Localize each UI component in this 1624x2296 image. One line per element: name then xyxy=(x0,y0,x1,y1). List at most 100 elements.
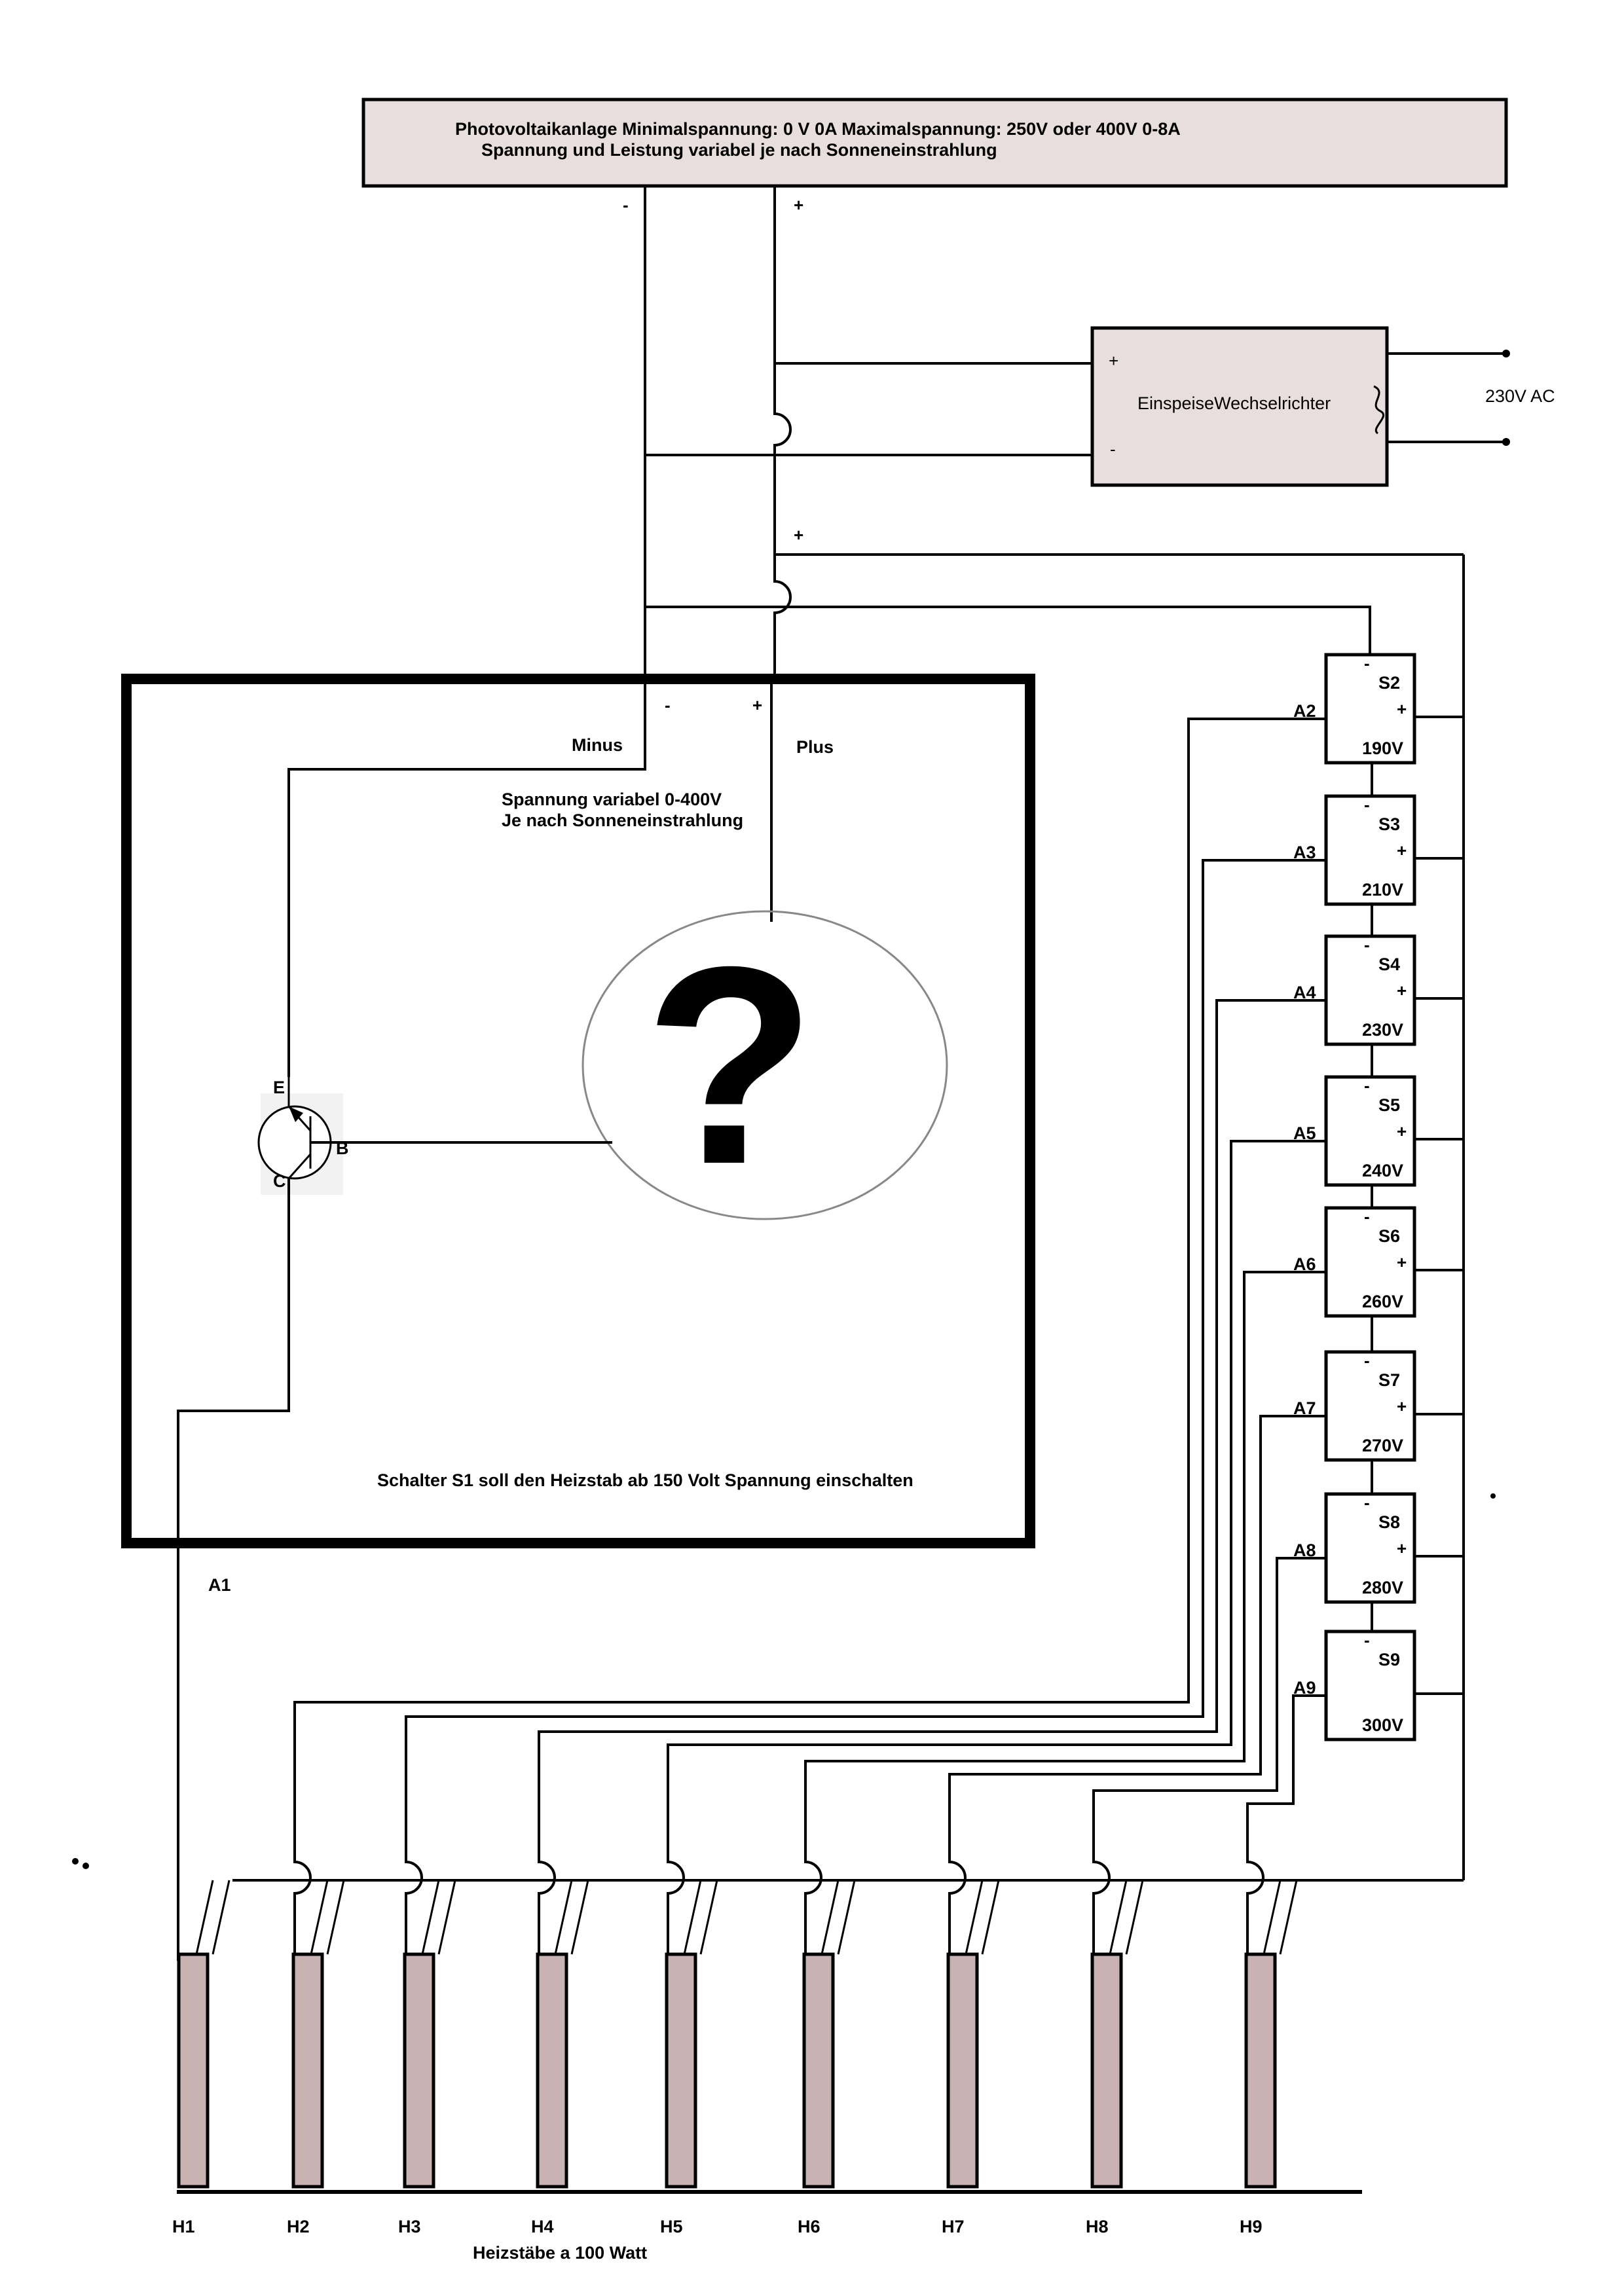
transistor-collector-leg xyxy=(287,1154,312,1179)
switch-voltage-threshold: 240V xyxy=(1362,1161,1403,1180)
switch-name: S5 xyxy=(1378,1095,1400,1115)
minus-bus-line xyxy=(645,606,1371,655)
voltage-range-line-1: Spannung variabel 0-400V xyxy=(502,790,722,809)
heater-caption: Heizstäbe a 100 Watt xyxy=(473,2243,647,2263)
switch-plus-terminal: + xyxy=(1397,1539,1407,1558)
output-wire-a5 xyxy=(667,1140,1326,1954)
ac-output-label: 230V AC xyxy=(1485,386,1555,406)
switch-voltage-threshold: 260V xyxy=(1362,1292,1403,1311)
pv-array-subtitle: Spannung und Leistung variabel je nach S… xyxy=(481,140,997,160)
unknown-circuit-ellipse xyxy=(581,910,948,1220)
switch-box xyxy=(1324,1492,1416,1604)
output-wire-a4 xyxy=(538,999,1326,1954)
switch-voltage-threshold: 270V xyxy=(1362,1436,1403,1455)
heater-h9: H9 xyxy=(1240,1880,1298,2236)
switch-minus-terminal: - xyxy=(1364,1351,1370,1370)
heater-h4: H4 xyxy=(531,1880,589,2236)
ac-terminal-2 xyxy=(1502,438,1510,446)
stray-dot xyxy=(83,1863,89,1869)
heater-element xyxy=(403,1952,435,2189)
switch-box xyxy=(1324,1630,1416,1741)
heater-element xyxy=(1090,1952,1123,2189)
switch-plus-terminal: + xyxy=(1397,1252,1407,1272)
heater-h8: H8 xyxy=(1086,1880,1144,2236)
ac-sine-icon xyxy=(1373,385,1385,435)
output-wire-a7 xyxy=(948,1415,1326,1954)
control-box: - + Minus Plus Spannung variabel 0-400V … xyxy=(121,674,1035,1961)
heater-h3: H3 xyxy=(398,1880,456,2236)
heater-contact xyxy=(421,1880,456,1955)
heater-element xyxy=(665,1952,697,2189)
inverter-plus-terminal: + xyxy=(1109,351,1118,371)
heater-h7: H7 xyxy=(942,1880,1000,2236)
pv-array-title: Photovoltaikanlage Minimalspannung: 0 V … xyxy=(455,119,1181,139)
switch-minus-terminal: - xyxy=(1364,653,1370,673)
heater-label: H1 xyxy=(172,2217,195,2236)
minus-input-label: Minus xyxy=(572,735,623,755)
transistor-s1: E B C xyxy=(177,1077,612,1961)
switch-name: S6 xyxy=(1378,1226,1400,1246)
heater-element xyxy=(1244,1952,1277,2189)
heater-label: H5 xyxy=(660,2217,683,2236)
switch-name: S8 xyxy=(1378,1512,1400,1532)
switch-box xyxy=(1324,934,1416,1046)
switch-plus-terminal: + xyxy=(1397,981,1407,1000)
switch-voltage-threshold: 210V xyxy=(1362,880,1403,900)
output-wire-a2 xyxy=(293,718,1326,1954)
heater-contact xyxy=(821,1880,856,1955)
switch-minus-terminal: - xyxy=(1364,1630,1370,1650)
unknown-circuit-question-mark: ? xyxy=(644,909,817,1223)
heater-contact xyxy=(310,1880,345,1955)
heater-h1: H1 xyxy=(172,1880,231,2236)
inverter-minus-terminal: - xyxy=(1110,439,1116,459)
switch-name: S7 xyxy=(1378,1370,1400,1390)
switch-plus-terminal: + xyxy=(1397,1396,1407,1416)
heater-label: H2 xyxy=(287,2217,310,2236)
heater-label: H7 xyxy=(942,2217,965,2236)
switch-plus-terminal: + xyxy=(1397,1121,1407,1141)
switch-minus-terminal: - xyxy=(1364,935,1370,955)
heater-label: H4 xyxy=(531,2217,554,2236)
pv-plus-line xyxy=(773,186,792,679)
switch-voltage-threshold: 190V xyxy=(1362,738,1403,758)
switch-box xyxy=(1324,1075,1416,1187)
inverter-label: EinspeiseWechselrichter xyxy=(1137,393,1331,413)
main-bus: + xyxy=(644,186,1465,1880)
heater-element xyxy=(177,1952,210,2189)
heater-h6: H6 xyxy=(798,1880,856,2236)
switch-name: S2 xyxy=(1378,673,1400,693)
transistor-collector-label: C xyxy=(273,1171,286,1191)
switch-minus-terminal: - xyxy=(1364,1493,1370,1512)
voltage-range-line-2: Je nach Sonneneinstrahlung xyxy=(502,811,743,830)
switch-column: -S2+190VA2-S3+210VA3-S4+230VA4-S5+240VA5… xyxy=(1293,653,1464,1741)
output-wiring xyxy=(293,718,1326,1954)
heater-contact xyxy=(683,1880,718,1955)
switch-box xyxy=(1324,1206,1416,1318)
switch-name: S3 xyxy=(1378,814,1400,834)
heater-h2: H2 xyxy=(287,1880,345,2236)
switch-box xyxy=(1324,1350,1416,1462)
switch-box xyxy=(1324,794,1416,906)
heater-contact xyxy=(1109,1880,1144,1955)
output-wire-a3 xyxy=(405,859,1326,1954)
pv-minus-terminal: - xyxy=(623,195,629,215)
heater-contact xyxy=(554,1880,589,1955)
emitter-arrow-icon xyxy=(289,1106,303,1122)
heater-label: H8 xyxy=(1086,2217,1109,2236)
heater-label: H3 xyxy=(398,2217,421,2236)
switch-plus-terminal: + xyxy=(1397,699,1407,719)
control-note: Schalter S1 soll den Heizstab ab 150 Vol… xyxy=(377,1470,913,1490)
heater-contact xyxy=(195,1880,231,1955)
switch-voltage-threshold: 280V xyxy=(1362,1578,1403,1597)
minus-to-emitter-wire xyxy=(287,679,646,1077)
heater-contact xyxy=(965,1880,1000,1955)
control-box-frame xyxy=(121,674,1035,1548)
